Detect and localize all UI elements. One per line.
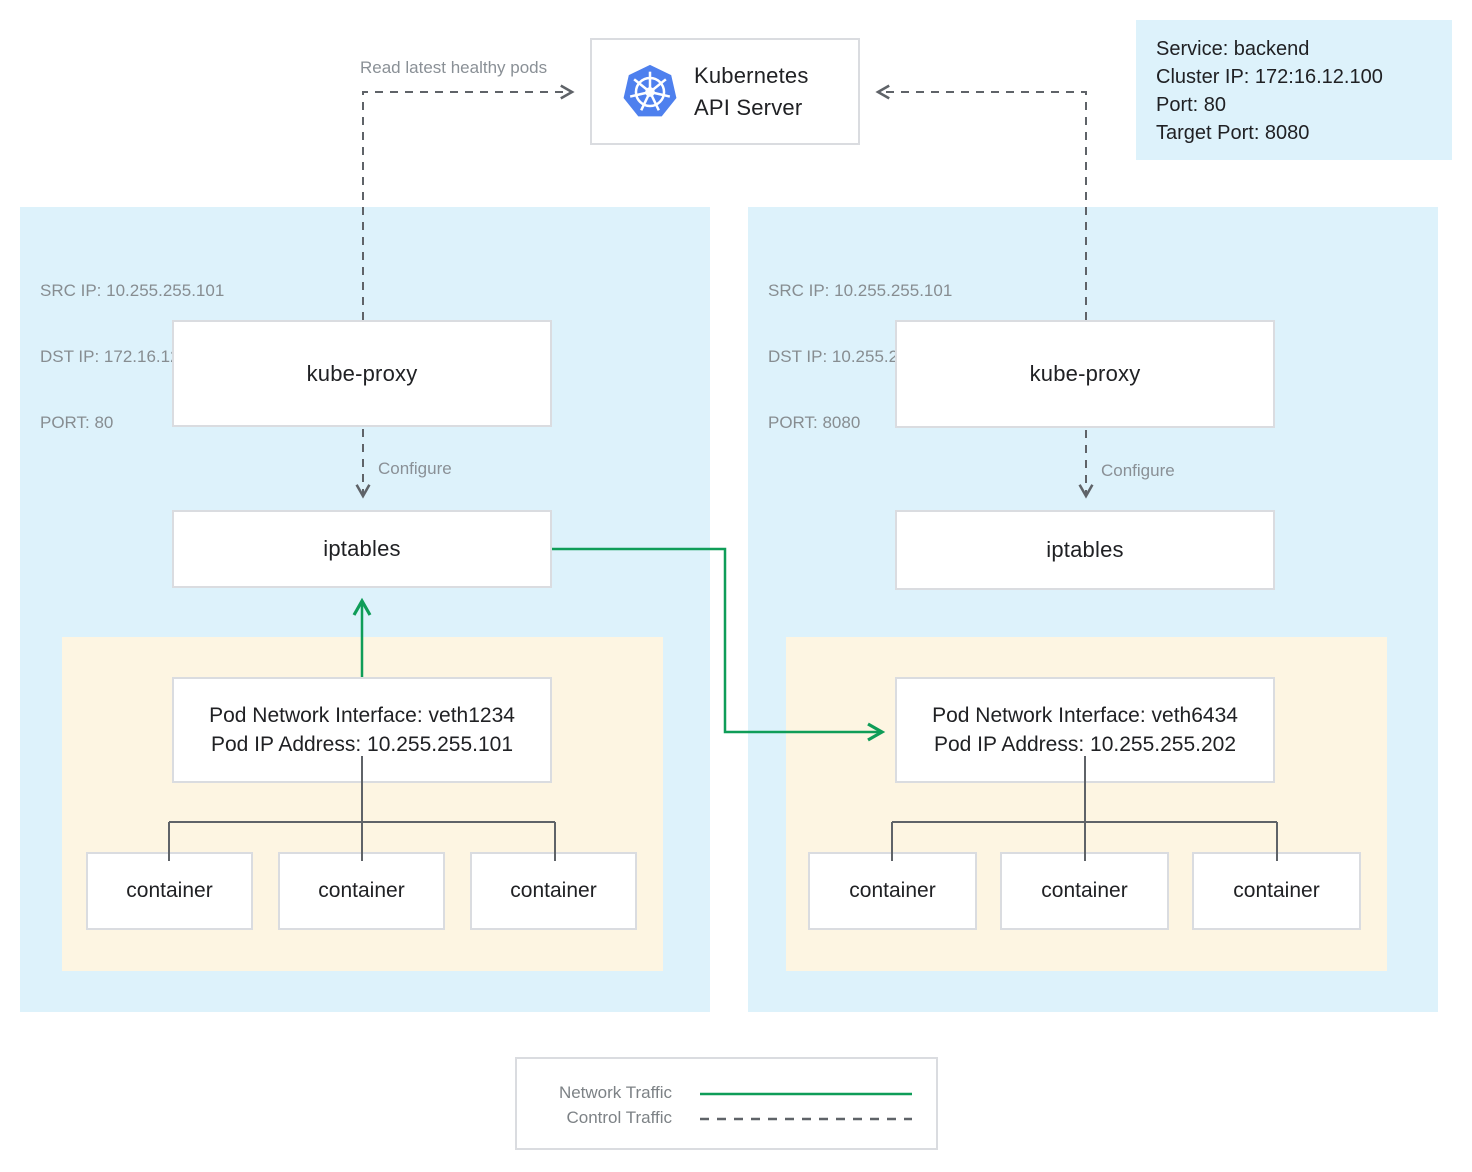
kubernetes-logo-icon [623, 64, 677, 116]
kube-proxy-box-right: kube-proxy [895, 320, 1275, 428]
kube-proxy-label: kube-proxy [1029, 361, 1141, 386]
container-box: container [1000, 852, 1169, 930]
container-box: container [1192, 852, 1361, 930]
container-label: container [126, 879, 213, 902]
iptables-box-left: iptables [172, 510, 552, 588]
configure-label-left: Configure [378, 459, 452, 478]
pod-interface-name: Pod Network Interface: veth1234 [209, 704, 515, 727]
service-name: Service: backend [1156, 38, 1310, 60]
container-box: container [278, 852, 445, 930]
pod-interface-name: Pod Network Interface: veth6434 [932, 704, 1238, 727]
api-server-label-line1: Kubernetes [694, 62, 809, 88]
pod-ip-address: Pod IP Address: 10.255.255.202 [933, 733, 1237, 756]
read-latest-healthy-pods-label: Read latest healthy pods [360, 58, 548, 77]
configure-label-right: Configure [1101, 461, 1175, 480]
pod-interface-box-left: Pod Network Interface: veth1234 Pod IP A… [172, 677, 552, 783]
service-cluster-ip: Cluster IP: 172:16.12.100 [1156, 66, 1383, 88]
container-label: container [849, 879, 936, 902]
legend-network-traffic-label: Network Traffic [558, 1083, 672, 1102]
service-info-box: Service: backend Cluster IP: 172:16.12.1… [1136, 20, 1452, 160]
container-label: container [510, 879, 597, 902]
service-port: Port: 80 [1156, 94, 1227, 116]
container-box: container [470, 852, 637, 930]
api-server-label-line2: API Server [694, 94, 803, 120]
container-box: container [808, 852, 977, 930]
container-label: container [1041, 879, 1128, 902]
service-target-port: Target Port: 8080 [1156, 122, 1310, 144]
iptables-box-right: iptables [895, 510, 1275, 590]
src-ip: SRC IP: 10.255.255.101 [768, 281, 953, 300]
api-server-box: Kubernetes API Server [590, 38, 860, 145]
iptables-label: iptables [323, 536, 401, 561]
port: PORT: 80 [40, 413, 114, 432]
container-label: container [318, 879, 405, 902]
container-label: container [1233, 879, 1320, 902]
kube-proxy-label: kube-proxy [306, 360, 418, 386]
port: PORT: 8080 [768, 413, 861, 432]
src-ip: SRC IP: 10.255.255.101 [40, 281, 225, 300]
legend-control-traffic-label: Control Traffic [566, 1108, 672, 1127]
legend-box [515, 1057, 938, 1150]
container-box: container [86, 852, 253, 930]
node-left-traffic-info: SRC IP: 10.255.255.101 DST IP: 172.16.12… [40, 236, 224, 478]
pod-interface-box-right: Pod Network Interface: veth6434 Pod IP A… [895, 677, 1275, 783]
iptables-label: iptables [1046, 537, 1124, 562]
pod-ip-address: Pod IP Address: 10.255.255.101 [210, 733, 514, 756]
kube-proxy-box-left: kube-proxy [172, 320, 552, 427]
